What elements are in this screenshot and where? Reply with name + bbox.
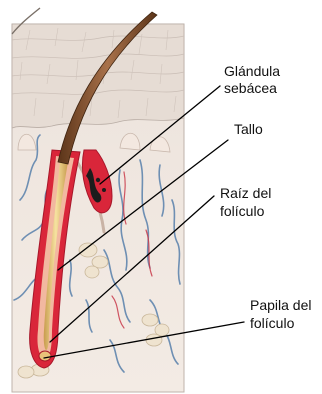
label-gland-line2: sebácea — [224, 80, 277, 97]
label-root-line2: folículo — [220, 203, 264, 220]
label-papilla-line1: Papila del — [250, 297, 312, 314]
label-gland-line1: Glándula — [224, 63, 280, 80]
label-shaft: Tallo — [234, 121, 263, 138]
follicle-papilla — [39, 351, 51, 361]
label-papilla-line2: folículo — [250, 315, 294, 332]
label-root-line1: Raíz del — [220, 185, 271, 202]
